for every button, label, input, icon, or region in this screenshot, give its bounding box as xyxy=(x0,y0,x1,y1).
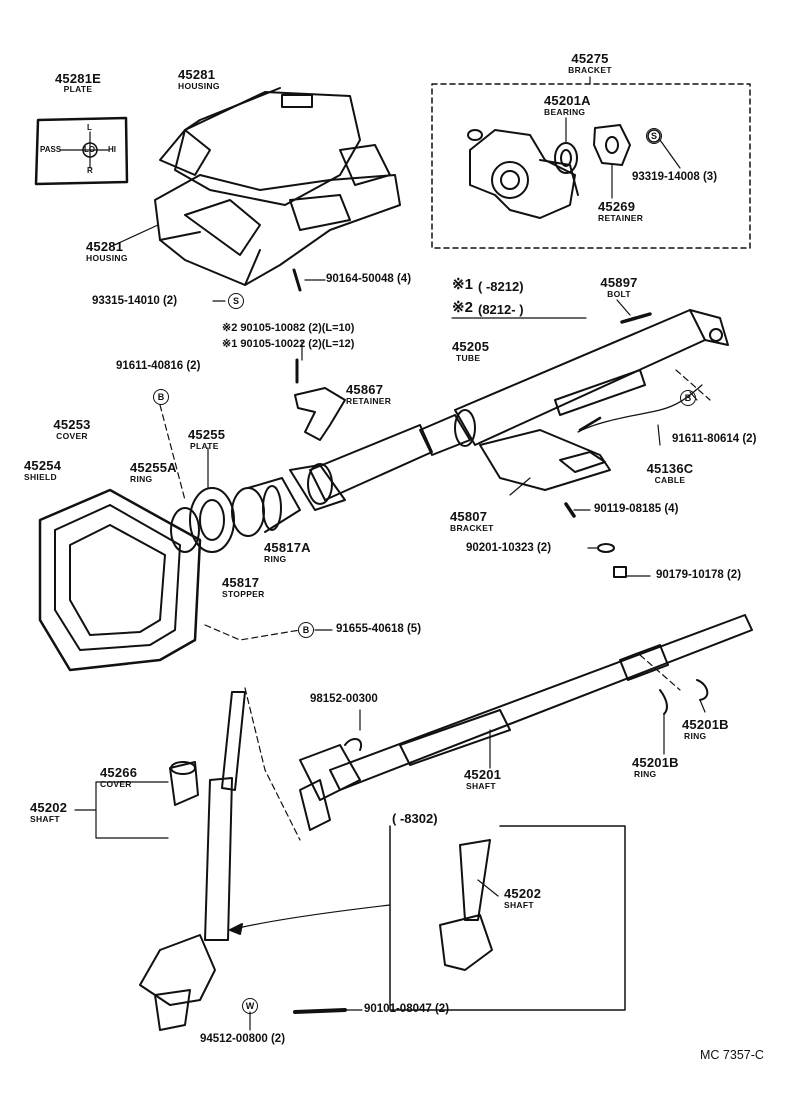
plate-r-text: R xyxy=(87,166,93,175)
label-45201-number: 45201 xyxy=(464,767,502,782)
label-45266-number: 45266 xyxy=(100,765,138,780)
label-45897-name: BOLT xyxy=(607,289,631,299)
label-45817A-number: 45817A xyxy=(264,540,311,555)
plate-45281E-drawing xyxy=(34,116,129,186)
bolt-45897-drawing xyxy=(620,312,652,324)
label-45136C-number: 45136C xyxy=(646,461,694,476)
label-90201: 90201-10323 (2) xyxy=(466,542,552,554)
label-45201A-number: 45201A xyxy=(544,93,591,108)
note1-text: ( -8212) xyxy=(478,279,524,294)
label-98152: 98152-00300 xyxy=(310,693,378,705)
symbol-s-circle: S xyxy=(646,128,662,144)
label-45255A-number: 45255A xyxy=(130,460,177,475)
tube-45205-drawing xyxy=(419,309,729,456)
label-45281-bottom-name: HOUSING xyxy=(86,253,128,263)
label-90179: 90179-10178 (2) xyxy=(656,569,742,581)
label-45201B-left-number: 45201B xyxy=(632,755,679,770)
label-45817-number: 45817 xyxy=(222,575,260,590)
bracket-45275-box xyxy=(431,83,751,249)
label-45867-number: 45867 xyxy=(346,382,384,397)
bearing-45201A-drawing xyxy=(554,142,578,174)
label-45202-number: 45202 xyxy=(30,800,68,815)
label-93319: 93319-14008 (3) xyxy=(632,171,718,183)
symbol-s-circle-2: S xyxy=(228,293,244,309)
label-91611-80614: 91611-80614 (2) xyxy=(672,433,757,445)
label-45266-name: COVER xyxy=(100,779,132,789)
plate-l-text: L xyxy=(87,123,92,132)
label-45201B-left-name: RING xyxy=(634,769,657,779)
ring-45817A-drawing xyxy=(262,485,282,531)
note1-mark: ※1 xyxy=(452,276,473,293)
label-45817-name: STOPPER xyxy=(222,589,265,599)
label-45269-name: RETAINER xyxy=(598,213,644,223)
label-45281-bottom-number: 45281 xyxy=(86,239,124,254)
label-45255-name: PLATE xyxy=(190,441,219,451)
label-45281-top-number: 45281 xyxy=(178,67,216,82)
label-45202-name: SHAFT xyxy=(30,814,60,824)
note2-text: (8212- ) xyxy=(478,302,524,317)
label-90164: 90164-50048 (4) xyxy=(326,273,412,285)
label-45201A-name: BEARING xyxy=(544,107,586,117)
cover-45266-drawing xyxy=(169,761,199,806)
label-45202-inset-name: SHAFT xyxy=(504,900,534,910)
shaft-45201-drawing xyxy=(299,614,753,831)
label-45253-number: 45253 xyxy=(53,417,91,432)
plate-lo-text: LO xyxy=(84,145,96,154)
label-45867-name: RETAINER xyxy=(346,396,392,406)
label-45281E-name: PLATE xyxy=(63,84,93,94)
label-45255-number: 45255 xyxy=(188,427,226,442)
label-45254-name: SHIELD xyxy=(24,472,57,482)
plate-hi-text: HI xyxy=(108,145,116,154)
symbol-b-circle: B xyxy=(153,389,169,405)
retainer-45269-drawing xyxy=(593,124,631,166)
inset-range-text: ( -8302) xyxy=(392,811,438,826)
label-45281-top-name: HOUSING xyxy=(178,81,220,91)
symbol-w-circle: W xyxy=(242,998,258,1014)
label-45253-name: COVER xyxy=(56,431,88,441)
plate-pass-text: PASS xyxy=(40,145,62,154)
diagram-code: MC 7357-C xyxy=(700,1048,764,1062)
shaft-45202-drawing xyxy=(139,691,246,1031)
cover-shield-drawing xyxy=(38,488,202,672)
label-45281E-number: 45281E xyxy=(54,71,102,86)
label-45807-name: BRACKET xyxy=(450,523,494,533)
column-upper-drawing xyxy=(289,424,433,511)
label-45255A-name: RING xyxy=(130,474,153,484)
label-45807-number: 45807 xyxy=(450,509,488,524)
housing-lower-drawing xyxy=(154,174,401,286)
label-91611-40816: 91611-40816 (2) xyxy=(116,360,201,372)
label-90101: 90101-08047 (2) xyxy=(364,1003,450,1015)
label-45275-name: BRACKET xyxy=(568,65,612,75)
symbol-b-circle-3: B xyxy=(298,622,314,638)
label-91655: 91655-40618 (5) xyxy=(336,623,422,635)
label-45136C-name: CABLE xyxy=(654,475,686,485)
label-45205-number: 45205 xyxy=(452,339,490,354)
label-45254-number: 45254 xyxy=(24,458,62,473)
symbol-b-circle-2: B xyxy=(680,390,696,406)
bracket-45807-drawing xyxy=(479,429,611,491)
inset-box xyxy=(389,825,626,1011)
label-94512: 94512-00800 (2) xyxy=(200,1033,286,1045)
label-45201-name: SHAFT xyxy=(466,781,496,791)
label-90105-10082: ※2 90105-10082 (2)(L=10) xyxy=(222,322,355,334)
plate-45255-drawing xyxy=(189,487,235,553)
label-45269-number: 45269 xyxy=(598,199,636,214)
note2-mark: ※2 xyxy=(452,299,473,316)
label-90105-10022: ※1 90105-10022 (2)(L=12) xyxy=(222,338,355,350)
label-45202-inset-number: 45202 xyxy=(504,886,542,901)
label-90119: 90119-08185 (4) xyxy=(594,503,679,515)
bracket-45275-drawing xyxy=(467,129,579,219)
shaft-45202-inset-drawing xyxy=(439,839,493,971)
label-45205-name: TUBE xyxy=(456,353,481,363)
stopper-45817-drawing xyxy=(231,477,301,537)
label-45201B-right-name: RING xyxy=(684,731,707,741)
label-45275-number: 45275 xyxy=(571,51,609,66)
label-45817A-name: RING xyxy=(264,554,287,564)
label-45897-number: 45897 xyxy=(600,275,638,290)
retainer-45867-drawing xyxy=(294,387,346,441)
ring-45255A-drawing xyxy=(170,507,200,553)
label-93315: 93315-14010 (2) xyxy=(92,295,178,307)
label-45201B-right-number: 45201B xyxy=(682,717,729,732)
